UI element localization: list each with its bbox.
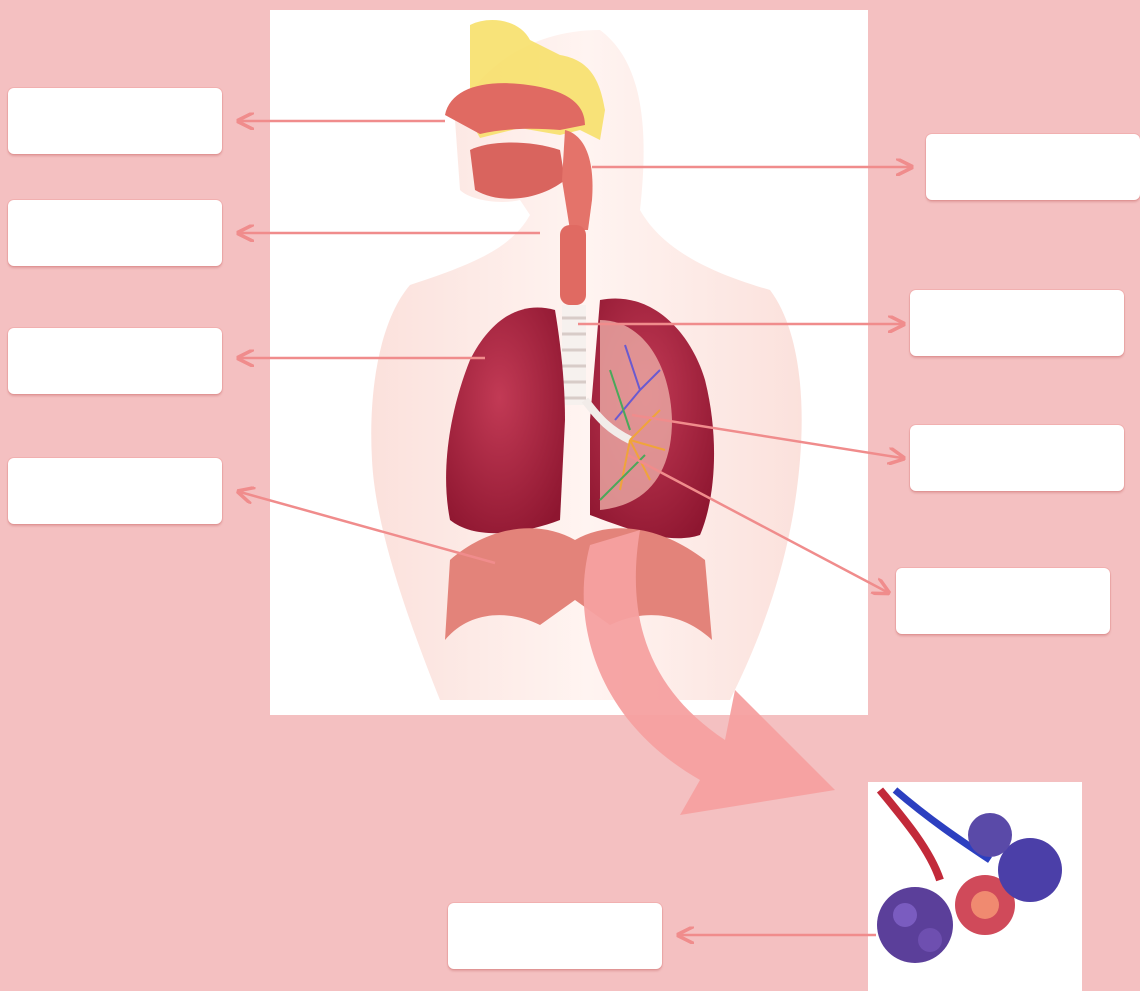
alveoli-illustration [877,790,1062,963]
label-box-bronchiole[interactable] [896,568,1110,634]
label-box-trachea[interactable] [910,290,1124,356]
trachea-shape [562,305,586,405]
label-box-diaphragm[interactable] [8,458,222,524]
label-box-bronchus[interactable] [910,425,1124,491]
label-box-nasal-cavity[interactable] [8,88,222,154]
label-box-right-lung[interactable] [8,328,222,394]
label-box-alveoli[interactable] [448,903,662,969]
larynx-shape [560,225,586,305]
label-box-pharynx[interactable] [926,134,1140,200]
label-box-larynx[interactable] [8,200,222,266]
